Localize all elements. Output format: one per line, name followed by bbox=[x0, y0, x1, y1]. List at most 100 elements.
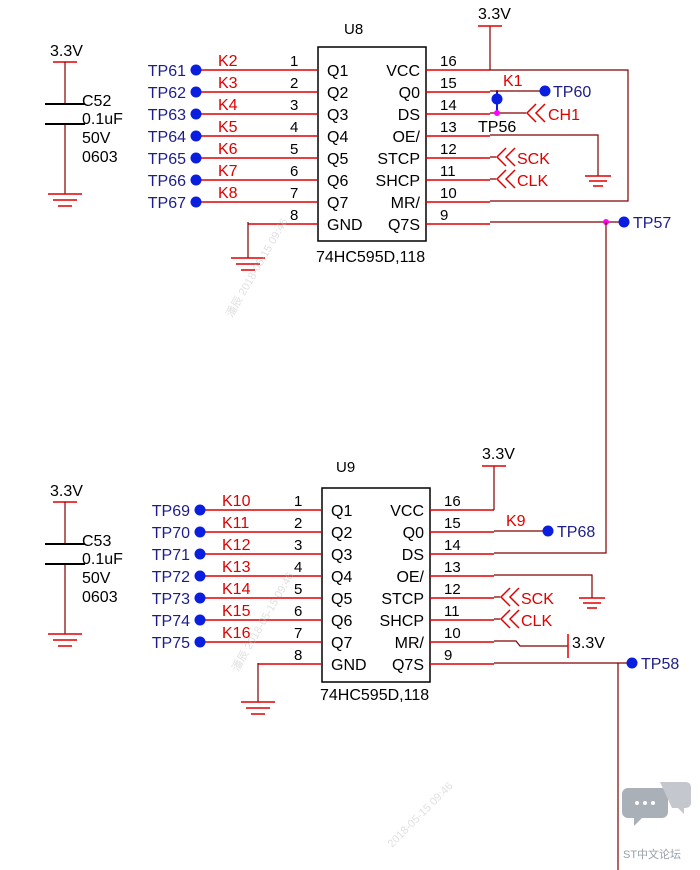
u8-sck-port-icon bbox=[495, 147, 516, 167]
capacitor-c52: 3.3V C52 0.1uF 50V 0603 bbox=[45, 43, 123, 207]
c53-ref: C53 bbox=[82, 533, 111, 550]
pin-number: 11 bbox=[440, 163, 456, 180]
tp68-dot bbox=[542, 525, 554, 537]
pin-name: VCC bbox=[386, 63, 420, 80]
pin-name: SHCP bbox=[380, 613, 424, 630]
test-point-label: TP71 bbox=[152, 547, 190, 564]
pin-name: Q5 bbox=[327, 151, 348, 168]
test-point-dot bbox=[194, 548, 206, 560]
pin-name: Q0 bbox=[403, 525, 424, 542]
u9-q0-net: K9 bbox=[506, 513, 526, 530]
pin-number: 8 bbox=[290, 207, 298, 224]
u9-wiring: 3.3V K9 TP68 SCK CLK 3.3V TP58 bbox=[241, 446, 679, 870]
pin-name: Q5 bbox=[331, 591, 352, 608]
u9-gnd-icon bbox=[241, 701, 275, 715]
pin-number: 12 bbox=[444, 581, 461, 598]
pin-number: 16 bbox=[440, 53, 457, 70]
pin-number: 10 bbox=[440, 185, 457, 202]
pin-name: GND bbox=[327, 217, 363, 234]
pin-name: Q7 bbox=[331, 635, 352, 652]
chip-u9: U9 74HC595D,118 1Q1TP69K102Q2TP70K113Q3T… bbox=[152, 459, 494, 704]
chip-u9-body bbox=[321, 487, 431, 683]
c53-voltage: 50V bbox=[82, 570, 111, 587]
pin-number: 15 bbox=[444, 515, 461, 532]
test-point-label: TP74 bbox=[152, 613, 190, 630]
pin-name: MR/ bbox=[391, 195, 421, 212]
test-point-dot bbox=[194, 570, 206, 582]
u9-clk-port-icon bbox=[499, 609, 520, 629]
pin-name: Q2 bbox=[327, 85, 348, 102]
net-label: K10 bbox=[222, 493, 251, 510]
pin-name: STCP bbox=[377, 151, 420, 168]
tp60-label: TP60 bbox=[553, 84, 591, 101]
chip-u8-part: 74HC595D,118 bbox=[316, 249, 425, 266]
test-point-dot bbox=[194, 504, 206, 516]
pin-number: 3 bbox=[290, 97, 298, 114]
pin-number: 9 bbox=[444, 647, 452, 664]
u8-wiring: 3.3V K1 TP60 TP56 CH1 SCK CLK TP57 bbox=[231, 6, 671, 554]
c53-value: 0.1uF bbox=[82, 551, 123, 568]
test-point-dot bbox=[190, 196, 202, 208]
tp57-label: TP57 bbox=[633, 215, 671, 232]
u8-ch1-port: CH1 bbox=[548, 107, 580, 124]
net-label: K2 bbox=[218, 53, 238, 70]
c53-supply: 3.3V bbox=[50, 483, 83, 500]
test-point-dot bbox=[194, 614, 206, 626]
net-label: K16 bbox=[222, 625, 251, 642]
test-point-dot bbox=[190, 130, 202, 142]
net-label: K11 bbox=[222, 515, 249, 532]
c52-plates bbox=[45, 103, 85, 125]
pin-name: STCP bbox=[381, 591, 424, 608]
c52-ref: C52 bbox=[82, 93, 111, 110]
pin-name: MR/ bbox=[395, 635, 425, 652]
pin-name: OE/ bbox=[392, 129, 420, 146]
pin-name: OE/ bbox=[396, 569, 424, 586]
chip-u9-ref: U9 bbox=[336, 459, 355, 476]
tp68-label: TP68 bbox=[557, 524, 595, 541]
pin-name: Q6 bbox=[331, 613, 352, 630]
tp57-dot bbox=[618, 216, 630, 228]
pin-name: Q2 bbox=[331, 525, 352, 542]
pin-name: Q3 bbox=[327, 107, 348, 124]
pin-name: Q6 bbox=[327, 173, 348, 190]
net-label: K4 bbox=[218, 97, 238, 114]
chip-u8-body bbox=[317, 46, 427, 242]
watermark-1: 潘辰 2018-05-15 09:46 bbox=[223, 216, 290, 319]
u9-mr-supply: 3.3V bbox=[572, 635, 605, 652]
chip-u8: U8 74HC595D,118 1Q1TP61K22Q2TP62K33Q3TP6… bbox=[148, 21, 490, 266]
c52-package: 0603 bbox=[82, 149, 118, 166]
pin-number: 4 bbox=[290, 119, 298, 136]
pin-number: 1 bbox=[290, 53, 298, 70]
test-point-label: TP72 bbox=[152, 569, 190, 586]
pin-number: 7 bbox=[290, 185, 298, 202]
forum-badge-text: ST中文论坛 bbox=[623, 847, 681, 861]
net-label: K8 bbox=[218, 185, 238, 202]
pin-number: 2 bbox=[290, 75, 298, 92]
pin-number: 6 bbox=[290, 163, 298, 180]
u8-ds-junction bbox=[494, 110, 500, 116]
pin-number: 13 bbox=[444, 559, 461, 576]
test-point-label: TP65 bbox=[148, 151, 186, 168]
chat-bubble-back-icon bbox=[660, 782, 691, 814]
ch1-port-icon bbox=[525, 103, 546, 123]
test-point-dot bbox=[190, 64, 202, 76]
chip-u9-part: 74HC595D,118 bbox=[320, 687, 429, 704]
u8-oe-ground-icon bbox=[585, 175, 611, 187]
test-point-label: TP73 bbox=[152, 591, 190, 608]
tp56-label: TP56 bbox=[478, 119, 516, 136]
net-label: K5 bbox=[218, 119, 238, 136]
test-point-label: TP61 bbox=[148, 63, 186, 80]
pin-number: 3 bbox=[294, 537, 302, 554]
pin-number: 4 bbox=[294, 559, 302, 576]
net-label: K13 bbox=[222, 559, 251, 576]
u8-clk-port-icon bbox=[495, 169, 516, 189]
pin-number: 5 bbox=[290, 141, 298, 158]
forum-badge: ST中文论坛 bbox=[622, 782, 691, 861]
test-point-label: TP63 bbox=[148, 107, 186, 124]
chip-u8-ref: U8 bbox=[344, 21, 363, 38]
pin-number: 11 bbox=[444, 603, 460, 620]
u9-sck-port-icon bbox=[499, 587, 520, 607]
